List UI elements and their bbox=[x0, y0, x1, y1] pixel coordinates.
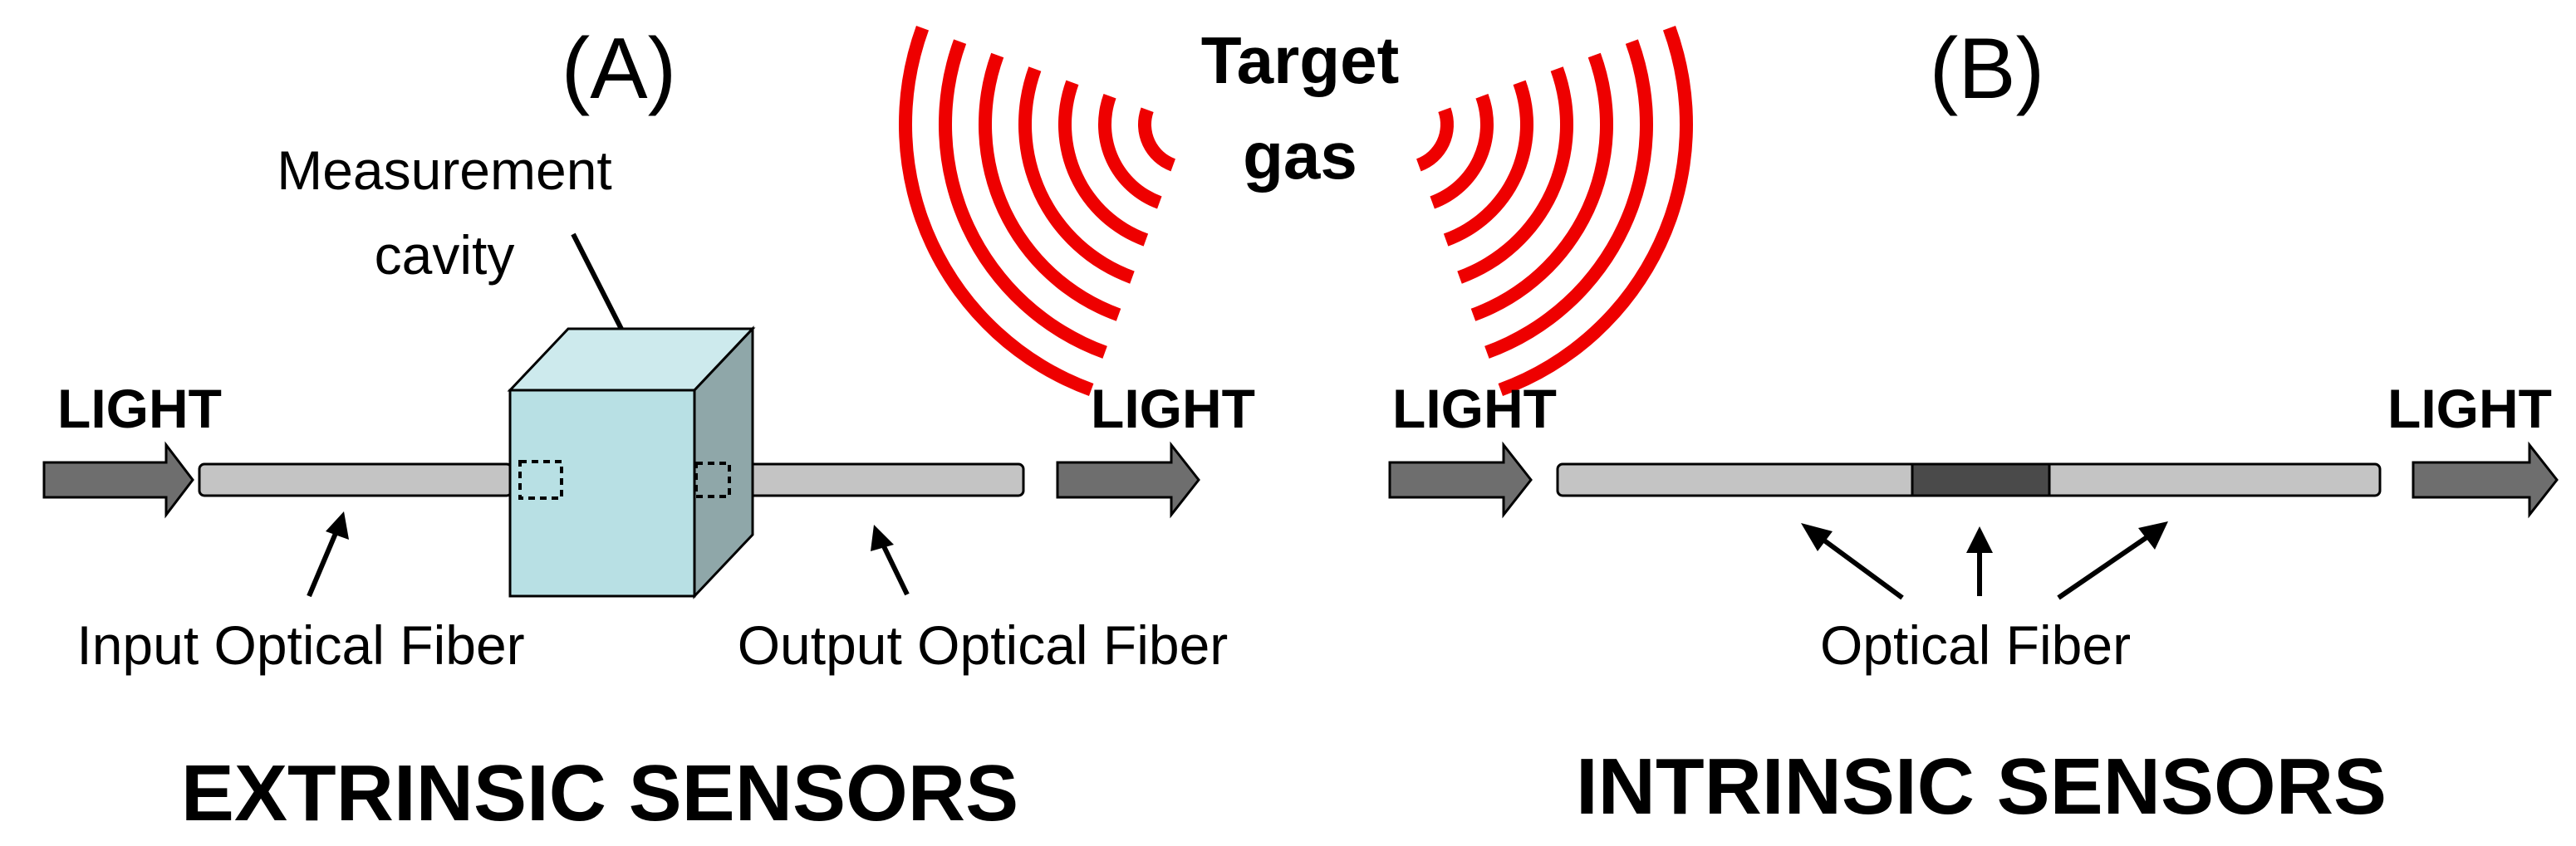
gas-label-line-2: gas bbox=[1243, 119, 1357, 193]
measurement-cavity bbox=[507, 325, 756, 599]
light-in-arrow-a bbox=[42, 441, 194, 519]
output-fiber-pointer bbox=[880, 541, 910, 596]
gas-wave-right-5 bbox=[1470, 52, 1613, 321]
fiber-pointer-center-head bbox=[1966, 526, 1993, 553]
fiber-pointer-right-head bbox=[2138, 521, 2168, 550]
gas-wave-left-6 bbox=[938, 39, 1107, 359]
gas-waves-right bbox=[1416, 25, 1693, 397]
target-gas: Target gas bbox=[899, 23, 1693, 397]
gas-wave-left-5 bbox=[979, 52, 1121, 321]
extrinsic-caption: EXTRINSIC SENSORS bbox=[181, 749, 1018, 838]
gas-wave-left-7 bbox=[899, 25, 1094, 397]
output-fiber-label: Output Optical Fiber bbox=[738, 614, 1229, 676]
light-in-arrow-b bbox=[1388, 441, 1533, 519]
light-in-label-a: LIGHT bbox=[57, 378, 222, 439]
cavity-label-line-2: cavity bbox=[375, 224, 515, 286]
sensing-region bbox=[1911, 462, 2051, 497]
light-in-label-b: LIGHT bbox=[1392, 378, 1557, 439]
gas-wave-left-4 bbox=[1018, 66, 1135, 284]
gas-label-line-1: Target bbox=[1201, 23, 1400, 97]
gas-wave-right-2 bbox=[1430, 94, 1494, 209]
gas-wave-left-3 bbox=[1058, 80, 1149, 247]
gas-waves-left bbox=[899, 25, 1175, 397]
gas-wave-left-2 bbox=[1098, 94, 1162, 209]
output-fiber-pointer-head bbox=[871, 525, 894, 551]
fiber-pointer-left bbox=[1819, 535, 1904, 600]
output-optical-fiber bbox=[729, 462, 1025, 497]
light-out-arrow-b bbox=[2412, 441, 2559, 519]
input-fiber-label: Input Optical Fiber bbox=[76, 614, 524, 676]
gas-wave-right-6 bbox=[1484, 39, 1653, 359]
panel-a: (A) Measurement cavity LIGHT LIGHT Input bbox=[42, 21, 1255, 838]
cavity-pointer-arrow bbox=[571, 232, 630, 342]
fiber-end-in-cavity-left bbox=[518, 460, 563, 500]
fiber-pointer-right bbox=[2057, 534, 2150, 600]
gas-wave-right-4 bbox=[1457, 66, 1573, 284]
gas-wave-right-7 bbox=[1498, 25, 1693, 397]
panel-b-letter: (B) bbox=[1930, 21, 2045, 117]
optical-fiber-label: Optical Fiber bbox=[1820, 614, 2131, 676]
gas-wave-right-3 bbox=[1443, 80, 1533, 247]
input-optical-fiber bbox=[198, 462, 513, 497]
input-fiber-pointer-head bbox=[326, 511, 349, 540]
gas-wave-right-1 bbox=[1416, 107, 1455, 172]
light-out-label-a: LIGHT bbox=[1091, 378, 1255, 439]
panel-b: (B) LIGHT LIGHT Optical Fiber INTRINSIC … bbox=[1388, 21, 2559, 831]
cavity-label-line-1: Measurement bbox=[277, 139, 612, 201]
intrinsic-caption: INTRINSIC SENSORS bbox=[1576, 742, 2387, 831]
fiber-pointer-left-head bbox=[1801, 523, 1833, 551]
light-out-label-b: LIGHT bbox=[2387, 378, 2552, 439]
light-out-arrow-a bbox=[1056, 441, 1200, 519]
fiber-end-in-cavity-right bbox=[694, 462, 731, 498]
cavity-front-face bbox=[508, 389, 696, 598]
panel-a-letter: (A) bbox=[562, 21, 677, 117]
input-fiber-pointer bbox=[307, 530, 339, 598]
gas-wave-left-1 bbox=[1138, 107, 1175, 172]
